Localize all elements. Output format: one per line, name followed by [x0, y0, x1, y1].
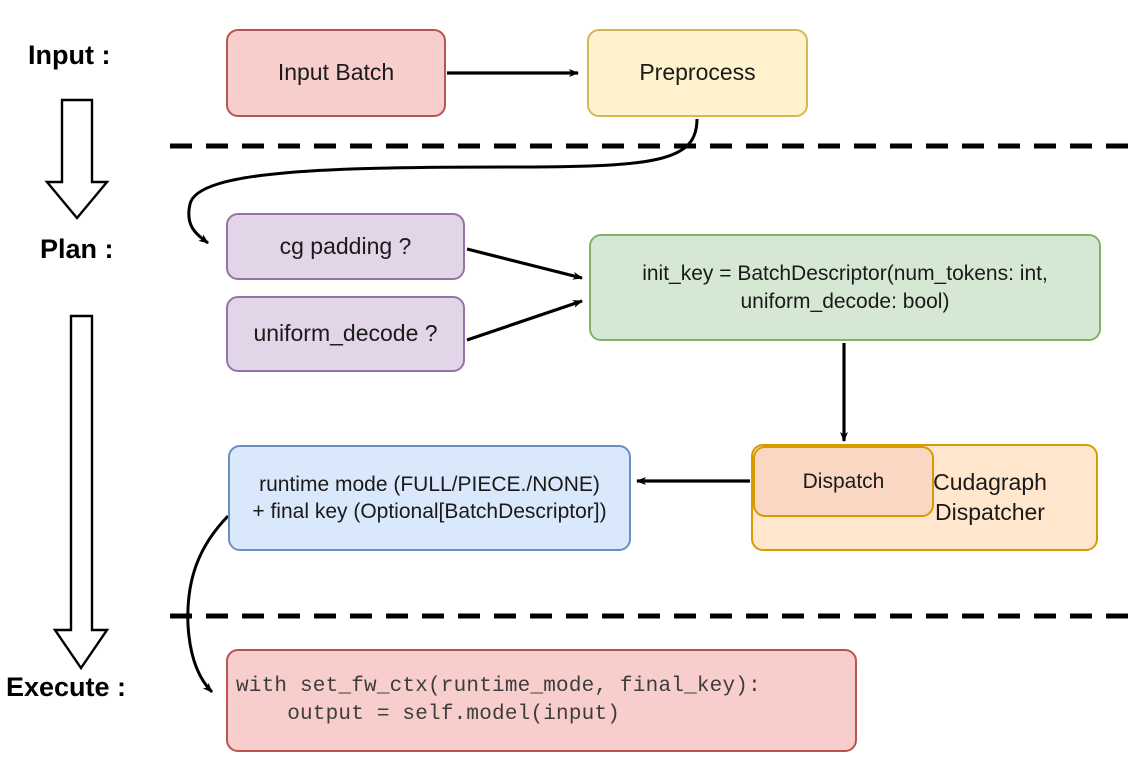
- node-exec-code-line1: with set_fw_ctx(runtime_mode, final_key)…: [236, 675, 761, 699]
- node-exec-code-line2: output = self.model(input): [236, 702, 621, 726]
- node-cg-padding[interactable]: cg padding ?: [226, 213, 465, 280]
- node-cudagraph-dispatcher-line2: Dispatcher: [935, 498, 1045, 525]
- node-exec-code-text: with set_fw_ctx(runtime_mode, final_key)…: [236, 673, 761, 728]
- node-runtime-mode-line1: runtime mode (FULL/PIECE./NONE): [259, 472, 600, 496]
- node-init-key-line1: init_key = BatchDescriptor(num_tokens: i…: [642, 262, 1048, 286]
- node-runtime-mode-text: runtime mode (FULL/PIECE./NONE) + final …: [252, 471, 606, 526]
- arrow-runtime-mode-to-exec-code: [186, 514, 230, 694]
- node-cg-padding-label: cg padding ?: [279, 232, 412, 259]
- node-input-batch[interactable]: Input Batch: [226, 29, 446, 117]
- node-dispatch[interactable]: Dispatch: [753, 446, 934, 517]
- arrow-uniform-decode-to-init-key: [466, 299, 583, 342]
- node-runtime-mode[interactable]: runtime mode (FULL/PIECE./NONE) + final …: [228, 445, 631, 551]
- stage-label-input: Input :: [28, 40, 111, 70]
- node-init-key-text: init_key = BatchDescriptor(num_tokens: i…: [642, 260, 1048, 315]
- stage-arrow-plan-to-execute: [52, 314, 110, 671]
- node-init-key[interactable]: init_key = BatchDescriptor(num_tokens: i…: [589, 234, 1101, 341]
- stage-label-plan: Plan :: [40, 234, 114, 264]
- stage-label-execute: Execute :: [6, 672, 127, 702]
- node-exec-code[interactable]: with set_fw_ctx(runtime_mode, final_key)…: [226, 649, 857, 752]
- node-dispatch-label: Dispatch: [802, 469, 885, 493]
- node-runtime-mode-line2: + final key (Optional[BatchDescriptor]): [252, 500, 607, 523]
- node-uniform-decode-label: uniform_decode ?: [253, 320, 438, 347]
- node-preprocess-label: Preprocess: [639, 59, 756, 86]
- arrow-cg-padding-to-init-key: [466, 247, 583, 280]
- stage-arrow-input-to-plan: [44, 98, 110, 220]
- node-uniform-decode[interactable]: uniform_decode ?: [226, 296, 465, 372]
- node-input-batch-label: Input Batch: [277, 59, 395, 86]
- node-preprocess[interactable]: Preprocess: [587, 29, 808, 117]
- node-init-key-line2: uniform_decode: bool): [740, 289, 950, 313]
- node-cudagraph-dispatcher-line1: Cudagraph: [933, 468, 1047, 495]
- node-cudagraph-dispatcher-text: Cudagraph Dispatcher: [910, 468, 1070, 528]
